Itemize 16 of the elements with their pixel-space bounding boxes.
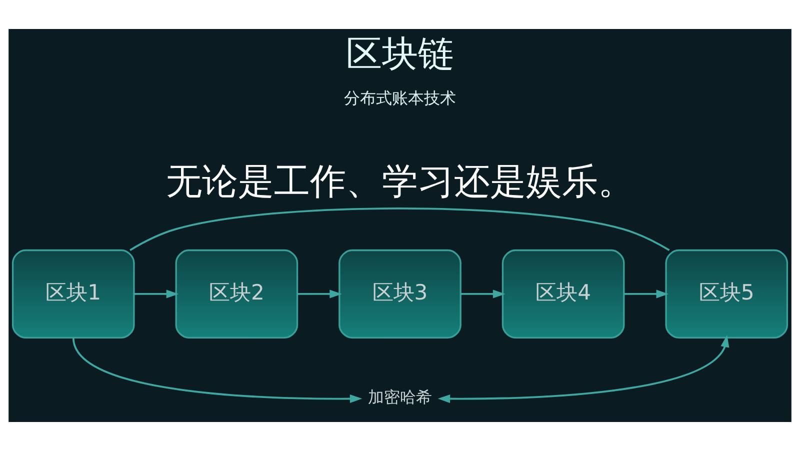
arrow: [134, 289, 179, 298]
arrow: [72, 336, 362, 403]
arrow: [460, 289, 506, 298]
node-box: 区块1: [12, 248, 135, 338]
diagram-title: 区块链: [346, 34, 454, 75]
node-box: 区块3: [338, 248, 462, 338]
connector: [130, 207, 670, 250]
node-box: 区块2: [175, 248, 298, 338]
node-box: 区块5: [665, 248, 788, 338]
arrow: [624, 289, 668, 298]
arrow: [297, 289, 342, 298]
label: 无论是工作、学习还是娱乐。: [166, 161, 634, 202]
node-box: 区块4: [502, 248, 625, 338]
node-text: 加密哈希: [368, 387, 432, 406]
arrow: [438, 334, 730, 403]
label: 分布式账本技术: [344, 88, 456, 107]
